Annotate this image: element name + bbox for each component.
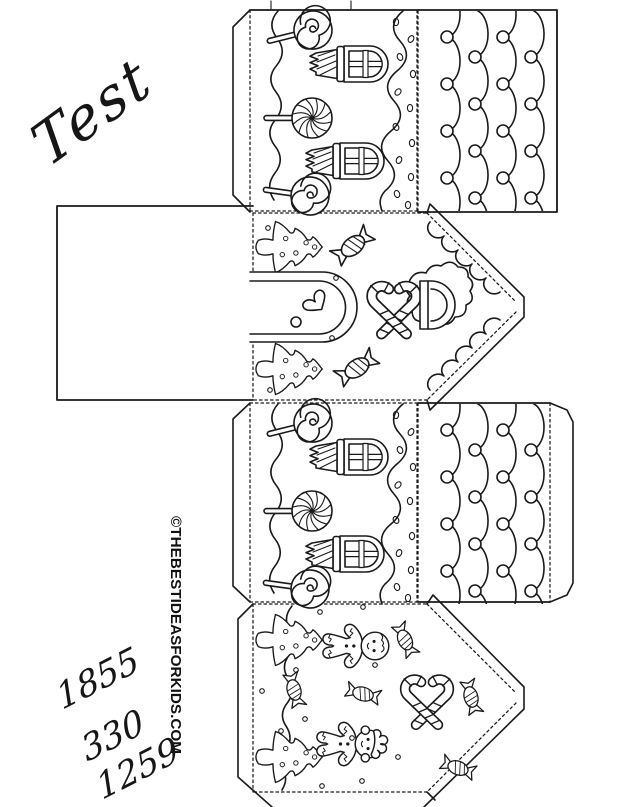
- gingerbread-man-icon: [322, 623, 390, 669]
- wrapped-candy-icon: [343, 680, 383, 706]
- snow-dots: [265, 225, 339, 393]
- fold-line: [249, 402, 418, 603]
- cut-line: [417, 9, 558, 213]
- roof-scallop-icon: [441, 383, 544, 638]
- roof-scallop-icon: [441, 0, 544, 245]
- fold-line: [249, 9, 418, 213]
- doorknob: [290, 316, 302, 328]
- tab-edge: [232, 402, 251, 603]
- gingerbread-girl-icon: [317, 722, 388, 765]
- christmas-tree-icon: [255, 342, 323, 396]
- wrapped-candy-icon: [332, 346, 381, 388]
- tab-edge: [426, 203, 525, 411]
- tab-edge: [426, 791, 436, 801]
- roof-1-scallops: [441, 0, 544, 245]
- roof-panel-1: [417, 9, 558, 213]
- arched-door-icon: [249, 271, 358, 343]
- roof-2-scallops: [441, 383, 544, 638]
- base-panel: [56, 205, 254, 401]
- side-wall-panel-1: [232, 0, 418, 213]
- icing-edge: [426, 221, 501, 295]
- tick-marks: [270, 0, 352, 11]
- side-wall-panel-2: [232, 402, 418, 603]
- back-gable-decor: [255, 604, 485, 791]
- tab-edge: [232, 9, 251, 213]
- handwritten-word: Test: [21, 43, 163, 181]
- snow-dots: [259, 604, 401, 789]
- icing-edge: [426, 317, 501, 391]
- front-gable-decor: [249, 220, 501, 396]
- wrapped-candy-icon: [328, 223, 376, 267]
- cut-line: [56, 205, 254, 401]
- watermark-text: ©THEBESTIDEASFORKIDS.COM: [167, 516, 183, 754]
- christmas-tree-icon: [255, 613, 323, 667]
- tab-edge: [423, 594, 525, 807]
- wrapped-candy-icon: [390, 620, 421, 660]
- tab-edge: [549, 402, 574, 603]
- side-wall-2-decor: [261, 395, 416, 610]
- candy-cane-cross-icon: [394, 669, 459, 728]
- fold-line: [417, 402, 551, 603]
- panel-outlines: [56, 0, 574, 807]
- fold-line: [252, 603, 517, 793]
- side-wall-1-decor: [261, 2, 416, 217]
- christmas-tree-icon: [255, 730, 323, 784]
- back-gable-panel: [237, 594, 525, 807]
- wrapped-candy-icon: [438, 753, 478, 781]
- wrapped-candy-icon: [459, 677, 485, 717]
